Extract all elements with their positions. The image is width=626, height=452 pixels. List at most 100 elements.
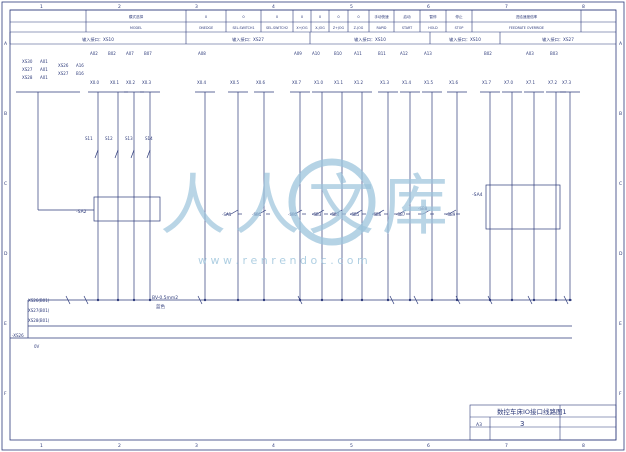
component-label: -SB1 <box>252 212 262 217</box>
header-cell: X+JOG <box>296 26 308 30</box>
header-cell: 输入接口：XS27 <box>542 36 574 43</box>
watermark-logo-icon <box>288 158 376 246</box>
column-number: 4 <box>272 443 275 449</box>
row-letter: A <box>4 41 8 47</box>
column-number: 2 <box>118 443 121 449</box>
component-label: -SB8 <box>418 206 428 211</box>
column-number: 1 <box>40 443 43 449</box>
header-cell: 进给速度倍率 <box>516 14 538 19</box>
terminal-label: X0.7 <box>292 80 302 85</box>
header-cell: HOLD <box>428 26 438 30</box>
title-block <box>469 404 617 441</box>
row-letter: D <box>619 251 623 257</box>
column-number: 6 <box>427 443 430 449</box>
column-number: 8 <box>582 4 585 10</box>
header-cell: 0 <box>242 15 245 19</box>
pin-label: A11 <box>354 51 362 56</box>
row-letter: C <box>4 181 7 187</box>
terminal-label: X1.4 <box>402 80 412 85</box>
pin-label: A02 <box>90 51 98 56</box>
switch-code: S12 <box>105 136 113 141</box>
wire-color-label: 蓝色 <box>156 303 165 310</box>
header-cell: 0 <box>337 15 340 19</box>
terminal-label: X0.5 <box>230 80 240 85</box>
header-cell: 停止 <box>455 14 463 19</box>
component-label: -SB4 <box>330 212 340 217</box>
column-number: 4 <box>272 4 275 10</box>
column-number: 8 <box>582 443 585 449</box>
header-cell: SEL.SWITCH2 <box>266 26 288 30</box>
left-label: XS26 <box>58 63 69 68</box>
terminal-label: X1.6 <box>449 80 459 85</box>
header-cell: 输入接口：XS10 <box>449 36 481 43</box>
row-letter: F <box>4 391 7 397</box>
terminal-label: X1.2 <box>354 80 364 85</box>
header-cell: RAPID <box>377 26 387 30</box>
left-label: A01 <box>40 75 48 80</box>
pin-label: A09 <box>294 51 302 56</box>
pin-label: B02 <box>108 51 116 56</box>
watermark: 人人文库 w w w . r e n r e n d o c . c o m <box>160 158 450 267</box>
column-number: 3 <box>195 4 198 10</box>
pin-label: A13 <box>424 51 432 56</box>
terminal-label: X0.3 <box>142 80 152 85</box>
column-number: 2 <box>118 4 121 10</box>
switch-code: S14 <box>145 136 153 141</box>
header-cell: ONEDGE <box>199 26 213 30</box>
terminal-label: X7.2 <box>548 80 558 85</box>
terminal-label: X0.4 <box>197 80 207 85</box>
header-cell: 启动 <box>403 14 411 19</box>
pin-label: B02 <box>484 51 492 56</box>
pin-label: B11 <box>378 51 386 56</box>
header-cell: FEEDRATE OVERRIDE <box>509 26 544 30</box>
voltage-label: 0V <box>34 344 40 349</box>
bus-connector: XS26(B01) <box>28 298 50 303</box>
header-cell: Z+JOG <box>333 26 345 30</box>
header-cells: 模式选择MODEL0ONEDGE0SEL.SWITCH10SEL.SWITCH2… <box>9 10 582 44</box>
pin-label: A08 <box>198 51 206 56</box>
switch-code: S13 <box>125 136 133 141</box>
column-number: 1 <box>40 4 43 10</box>
row-letter: C <box>619 181 622 187</box>
wiring <box>10 91 580 339</box>
header-cell: STOP <box>455 26 464 30</box>
terminal-label: X1.0 <box>314 80 324 85</box>
row-letter: F <box>619 391 622 397</box>
sheet-size: A3 <box>476 422 482 428</box>
pin-label: B10 <box>334 51 342 56</box>
column-number: 3 <box>195 443 198 449</box>
header-cell: 0 <box>205 15 208 19</box>
header-cell: X-JOG <box>315 26 325 30</box>
row-letter: E <box>4 321 7 327</box>
row-letter: B <box>4 111 7 117</box>
header-cell: 模式选择 <box>129 14 144 19</box>
terminal-label: X0.2 <box>126 80 136 85</box>
column-number: 5 <box>350 443 353 449</box>
left-label: XS28 <box>22 75 33 80</box>
header-cell: MODEL <box>130 26 142 30</box>
header-table <box>10 9 616 45</box>
bus-connector: XS27(B01) <box>28 308 50 313</box>
watermark-chars: 人人文库 <box>160 167 450 244</box>
header-cell: START <box>402 26 413 30</box>
left-label: A01 <box>40 67 48 72</box>
row-letter: B <box>619 111 622 117</box>
terminal-label: X0.1 <box>110 80 120 85</box>
terminal-label: X1.5 <box>424 80 434 85</box>
mode-selector-box <box>93 196 161 222</box>
left-label: XS30 <box>22 59 33 64</box>
terminal-label: X7.0 <box>504 80 514 85</box>
component-label: -SA1 <box>222 212 232 217</box>
component-label: -SB6 <box>372 212 382 217</box>
drawing-title: 数控车床IO接口线路图1 <box>497 407 567 416</box>
left-label: B16 <box>76 71 84 76</box>
wire-label: BV-0.5mm2 <box>152 295 178 301</box>
pin-label: A12 <box>400 51 408 56</box>
left-label: A01 <box>40 59 48 64</box>
pin-label: A07 <box>126 51 134 56</box>
column-number: 7 <box>505 4 508 10</box>
